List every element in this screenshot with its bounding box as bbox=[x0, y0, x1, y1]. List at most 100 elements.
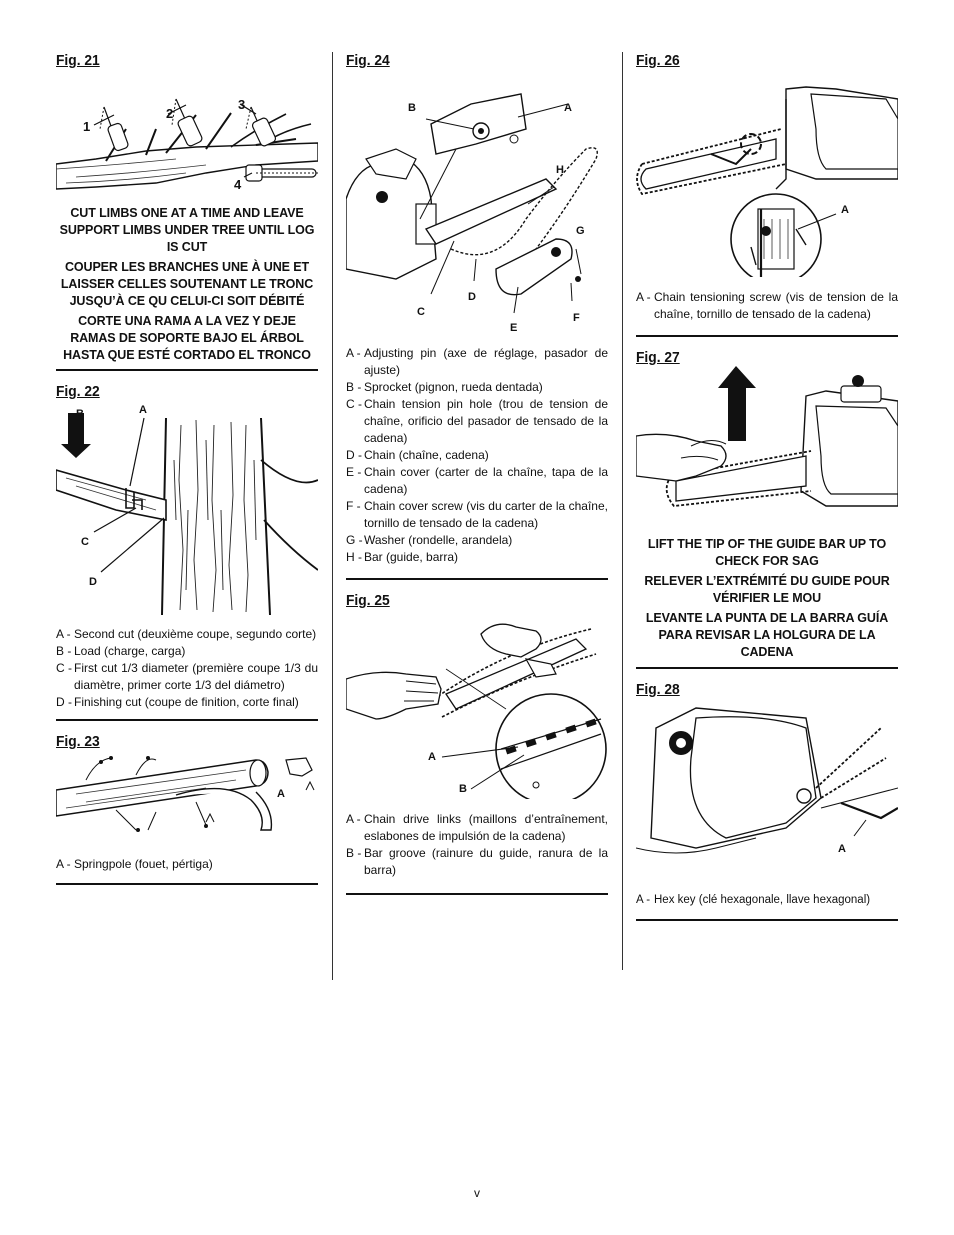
divider bbox=[636, 919, 898, 921]
fig24-label-f: F bbox=[573, 312, 580, 324]
legend-item: A -Adjusting pin (axe de réglage, pasado… bbox=[346, 345, 608, 379]
fig25-legend: A -Chain drive links (maillons d’entraîn… bbox=[346, 811, 608, 879]
legend-item: A -Hex key (clé hexagonale, llave hexago… bbox=[636, 892, 898, 909]
legend-text: Chain tension pin hole (trou de tension … bbox=[364, 397, 608, 445]
legend-key: E - bbox=[346, 465, 362, 479]
fig23-illustration: A bbox=[56, 750, 318, 842]
fig21-warning-fr: COUPER LES BRANCHES UNE À UNE ET LAISSER… bbox=[60, 260, 314, 308]
legend-text: Chain tensioning screw (vis de tension d… bbox=[654, 290, 898, 321]
legend-item: A -Chain tensioning screw (vis de tensio… bbox=[636, 289, 898, 323]
legend-item: C -First cut 1/3 diameter (première coup… bbox=[56, 660, 318, 694]
fig26-label-a: A bbox=[841, 204, 849, 216]
legend-text: Adjusting pin (axe de réglage, pasador d… bbox=[364, 346, 608, 377]
legend-text: Finishing cut (coupe de finition, corte … bbox=[74, 695, 299, 709]
fig28-label-a: A bbox=[838, 843, 846, 855]
legend-key: B - bbox=[56, 644, 72, 658]
legend-key: G - bbox=[346, 533, 363, 547]
legend-item: B -Bar groove (rainure du guide, ranura … bbox=[346, 845, 608, 879]
legend-key: C - bbox=[56, 661, 72, 675]
legend-text: Chain cover screw (vis du carter de la c… bbox=[364, 499, 608, 530]
column-divider-1 bbox=[332, 52, 333, 980]
legend-key: C - bbox=[346, 397, 362, 411]
legend-text: Hex key (clé hexagonale, llave hexagonal… bbox=[654, 894, 871, 906]
fig21-label-3: 3 bbox=[238, 97, 246, 112]
legend-key: H - bbox=[346, 550, 362, 564]
fig28-legend: A -Hex key (clé hexagonale, llave hexago… bbox=[636, 892, 898, 909]
fig25-illustration: A B bbox=[346, 609, 608, 799]
legend-item: F -Chain cover screw (vis du carter de l… bbox=[346, 498, 608, 532]
legend-text: Bar (guide, barra) bbox=[364, 550, 459, 564]
legend-text: Springpole (fouet, pértiga) bbox=[74, 857, 213, 871]
fig21-illustration: 1 2 3 4 bbox=[56, 69, 318, 197]
legend-key: A - bbox=[346, 812, 361, 826]
legend-item: A -Second cut (deuxième coupe, segundo c… bbox=[56, 626, 318, 643]
legend-key: A - bbox=[346, 346, 361, 360]
legend-key: B - bbox=[346, 380, 362, 394]
fig21-label-1: 1 bbox=[83, 119, 91, 134]
legend-text: First cut 1/3 diameter (première coupe 1… bbox=[74, 661, 318, 692]
fig21-warning-es: CORTE UNA RAMA A LA VEZ Y DEJE RAMAS DE … bbox=[63, 314, 311, 362]
legend-text: Washer (rondelle, arandela) bbox=[364, 533, 513, 547]
fig24-label-a: A bbox=[564, 102, 572, 114]
fig27-title: Fig. 27 bbox=[636, 349, 680, 366]
fig24-label-h: H bbox=[556, 164, 564, 176]
divider bbox=[56, 369, 318, 371]
fig27-illustration bbox=[636, 366, 898, 526]
fig23-label-a: A bbox=[277, 788, 285, 800]
fig22-label-d: D bbox=[89, 576, 97, 588]
fig25-label-a: A bbox=[428, 751, 436, 763]
column-divider-2 bbox=[622, 52, 623, 970]
fig22-label-a: A bbox=[139, 404, 147, 416]
fig24-illustration: B A H G C D E F bbox=[346, 69, 608, 334]
column-right: Fig. 26 A A -Chain tensioning screw (vis… bbox=[636, 52, 898, 933]
legend-text: Chain drive links (maillons d’entraîneme… bbox=[364, 812, 608, 843]
legend-key: A - bbox=[636, 894, 651, 906]
fig22-title: Fig. 22 bbox=[56, 383, 100, 400]
legend-key: F - bbox=[346, 499, 361, 513]
fig21-title: Fig. 21 bbox=[56, 52, 100, 69]
divider bbox=[346, 893, 608, 895]
fig24-label-e: E bbox=[510, 322, 518, 334]
legend-text: Load (charge, carga) bbox=[74, 644, 186, 658]
legend-item: H -Bar (guide, barra) bbox=[346, 549, 608, 566]
fig27-warning-fr: RELEVER L’EXTRÉMITÉ DU GUIDE POUR VÉRIFI… bbox=[644, 574, 890, 605]
legend-item: A -Chain drive links (maillons d’entraîn… bbox=[346, 811, 608, 845]
fig21-label-2: 2 bbox=[166, 106, 174, 121]
fig21-warning-en: CUT LIMBS ONE AT A TIME AND LEAVE SUPPOR… bbox=[59, 206, 315, 254]
divider bbox=[346, 578, 608, 580]
fig26-title: Fig. 26 bbox=[636, 52, 680, 69]
fig24-label-c: C bbox=[417, 306, 425, 318]
fig23-legend: A -Springpole (fouet, pértiga) bbox=[56, 856, 318, 873]
legend-item: D -Finishing cut (coupe de finition, cor… bbox=[56, 694, 318, 711]
fig25-label-b: B bbox=[459, 783, 467, 795]
fig27-warning-es: LEVANTE LA PUNTA DE LA BARRA GUÍA PARA R… bbox=[645, 611, 889, 659]
legend-item: E -Chain cover (carter de la chaîne, tap… bbox=[346, 464, 608, 498]
fig24-label-g: G bbox=[576, 225, 585, 237]
legend-item: A -Springpole (fouet, pértiga) bbox=[56, 856, 318, 873]
legend-key: D - bbox=[56, 695, 72, 709]
divider bbox=[56, 883, 318, 885]
legend-item: D -Chain (chaîne, cadena) bbox=[346, 447, 608, 464]
fig24-label-b: B bbox=[408, 102, 416, 114]
legend-key: D - bbox=[346, 448, 362, 462]
fig22-illustration: A B C D bbox=[56, 400, 318, 620]
fig24-label-d: D bbox=[468, 291, 476, 303]
fig28-title: Fig. 28 bbox=[636, 681, 680, 698]
column-middle: Fig. 24 B bbox=[346, 52, 608, 907]
legend-text: Chain cover (carter de la chaîne, tapa d… bbox=[364, 465, 608, 496]
legend-item: C -Chain tension pin hole (trou de tensi… bbox=[346, 396, 608, 447]
fig24-legend: A -Adjusting pin (axe de réglage, pasado… bbox=[346, 345, 608, 566]
fig27-warning-en: LIFT THE TIP OF THE GUIDE BAR UP TO CHEC… bbox=[647, 537, 887, 568]
divider bbox=[636, 667, 898, 669]
fig24-title: Fig. 24 bbox=[346, 52, 390, 69]
fig26-legend: A -Chain tensioning screw (vis de tensio… bbox=[636, 289, 898, 323]
fig22-legend: A -Second cut (deuxième coupe, segundo c… bbox=[56, 626, 318, 711]
legend-key: B - bbox=[346, 846, 362, 860]
page-number: v bbox=[474, 1186, 480, 1200]
legend-key: A - bbox=[636, 290, 651, 304]
fig22-label-c: C bbox=[81, 536, 89, 548]
divider bbox=[636, 335, 898, 337]
legend-item: G -Washer (rondelle, arandela) bbox=[346, 532, 608, 549]
legend-key: A - bbox=[56, 627, 71, 641]
fig26-illustration: A bbox=[636, 69, 898, 277]
